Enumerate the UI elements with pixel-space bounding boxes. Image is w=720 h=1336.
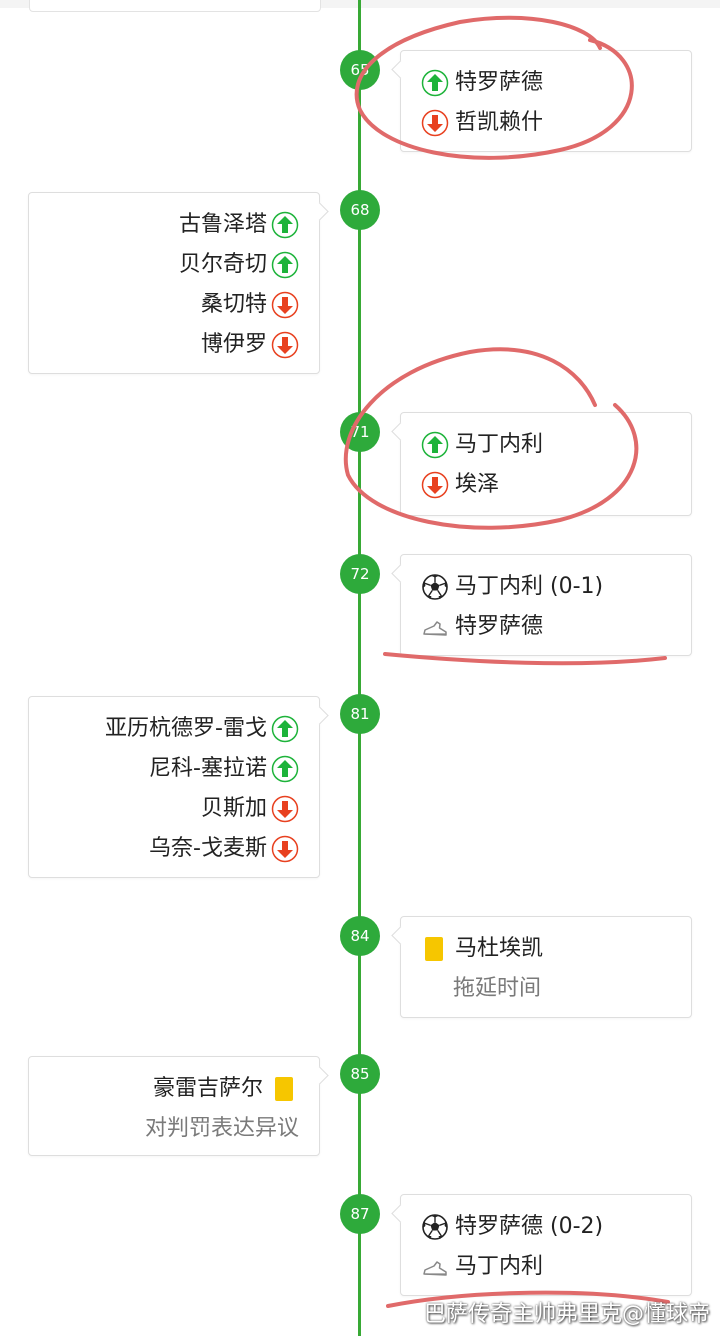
assist-boot-icon: [421, 1253, 449, 1281]
player-name[interactable]: 特罗萨德 (0-2): [455, 1214, 604, 1239]
event-line: 古鲁泽塔: [29, 205, 299, 245]
player-name[interactable]: 桑切特: [200, 292, 267, 317]
event-card-65[interactable]: 特罗萨德哲凯赖什: [400, 50, 692, 152]
player-name[interactable]: 马丁内利: [455, 1254, 544, 1279]
event-line: 拖延时间: [421, 969, 691, 1009]
event-note: 对判罚表达异议: [144, 1116, 299, 1141]
soccer-ball-icon: [421, 1213, 449, 1241]
event-line: 亚历杭德罗-雷戈: [29, 709, 299, 749]
minute-badge-84: 84: [340, 916, 380, 956]
substitution-out-icon: [271, 795, 299, 823]
event-card-84[interactable]: 马杜埃凯拖延时间: [400, 916, 692, 1018]
event-card-81[interactable]: 亚历杭德罗-雷戈尼科-塞拉诺贝斯加乌奈-戈麦斯: [28, 696, 320, 878]
event-line: 桑切特: [29, 285, 299, 325]
event-line: 特罗萨德: [421, 63, 691, 103]
player-name[interactable]: 马丁内利: [455, 432, 544, 457]
event-line: 马丁内利: [421, 1247, 691, 1287]
assist-boot-icon: [421, 613, 449, 641]
substitution-in-icon: [271, 211, 299, 239]
event-line: 对判罚表达异议: [29, 1109, 299, 1149]
player-name[interactable]: 特罗萨德: [455, 614, 544, 639]
event-line: 马杜埃凯: [421, 929, 691, 969]
player-name[interactable]: 古鲁泽塔: [178, 212, 267, 237]
event-card-68[interactable]: 古鲁泽塔贝尔奇切桑切特博伊罗: [28, 192, 320, 374]
player-name[interactable]: 埃泽: [455, 472, 500, 497]
minute-badge-68: 68: [340, 190, 380, 230]
event-line: 贝尔奇切: [29, 245, 299, 285]
player-name[interactable]: 贝斯加: [200, 796, 267, 821]
watermark: 巴萨传奇主帅弗里克@懂球帝: [423, 1302, 710, 1327]
event-line: 尼科-塞拉诺: [29, 749, 299, 789]
minute-badge-81: 81: [340, 694, 380, 734]
substitution-out-icon: [421, 471, 449, 499]
event-card-71[interactable]: 马丁内利埃泽: [400, 412, 692, 516]
event-line: 特罗萨德 (0-2): [421, 1207, 691, 1247]
event-line: 乌奈-戈麦斯: [29, 829, 299, 869]
previous-event-card-edge: [29, 0, 321, 12]
event-line: 马丁内利 (0-1): [421, 567, 691, 607]
substitution-in-icon: [271, 251, 299, 279]
substitution-out-icon: [271, 835, 299, 863]
event-card-87[interactable]: 特罗萨德 (0-2) 马丁内利: [400, 1194, 692, 1296]
event-line: 博伊罗: [29, 325, 299, 365]
event-line: 马丁内利: [421, 425, 691, 465]
player-name[interactable]: 马丁内利 (0-1): [455, 574, 604, 599]
minute-badge-85: 85: [340, 1054, 380, 1094]
event-line: 埃泽: [421, 465, 691, 505]
event-line: 特罗萨德: [421, 607, 691, 647]
substitution-in-icon: [421, 69, 449, 97]
substitution-in-icon: [271, 755, 299, 783]
event-line: 贝斯加: [29, 789, 299, 829]
substitution-out-icon: [271, 291, 299, 319]
player-name[interactable]: 尼科-塞拉诺: [149, 756, 267, 781]
minute-badge-71: 71: [340, 412, 380, 452]
soccer-ball-icon: [421, 573, 449, 601]
event-card-72[interactable]: 马丁内利 (0-1) 特罗萨德: [400, 554, 692, 656]
event-line: 豪雷吉萨尔: [29, 1069, 299, 1109]
yellow-card-icon: [275, 1077, 293, 1101]
substitution-in-icon: [271, 715, 299, 743]
minute-badge-72: 72: [340, 554, 380, 594]
yellow-card-icon: [425, 937, 443, 961]
minute-badge-65: 65: [340, 50, 380, 90]
player-name[interactable]: 特罗萨德: [455, 70, 544, 95]
player-name[interactable]: 马杜埃凯: [455, 936, 544, 961]
player-name[interactable]: 哲凯赖什: [455, 110, 544, 135]
substitution-in-icon: [421, 431, 449, 459]
event-note: 拖延时间: [453, 976, 542, 1001]
player-name[interactable]: 亚历杭德罗-雷戈: [105, 716, 267, 741]
minute-badge-87: 87: [340, 1194, 380, 1234]
player-name[interactable]: 乌奈-戈麦斯: [149, 836, 267, 861]
player-name[interactable]: 豪雷吉萨尔: [152, 1076, 263, 1101]
player-name[interactable]: 博伊罗: [200, 332, 267, 357]
timeline-line: [358, 0, 361, 1336]
substitution-out-icon: [271, 331, 299, 359]
event-line: 哲凯赖什: [421, 103, 691, 143]
substitution-out-icon: [421, 109, 449, 137]
event-card-85[interactable]: 豪雷吉萨尔对判罚表达异议: [28, 1056, 320, 1156]
player-name[interactable]: 贝尔奇切: [178, 252, 267, 277]
